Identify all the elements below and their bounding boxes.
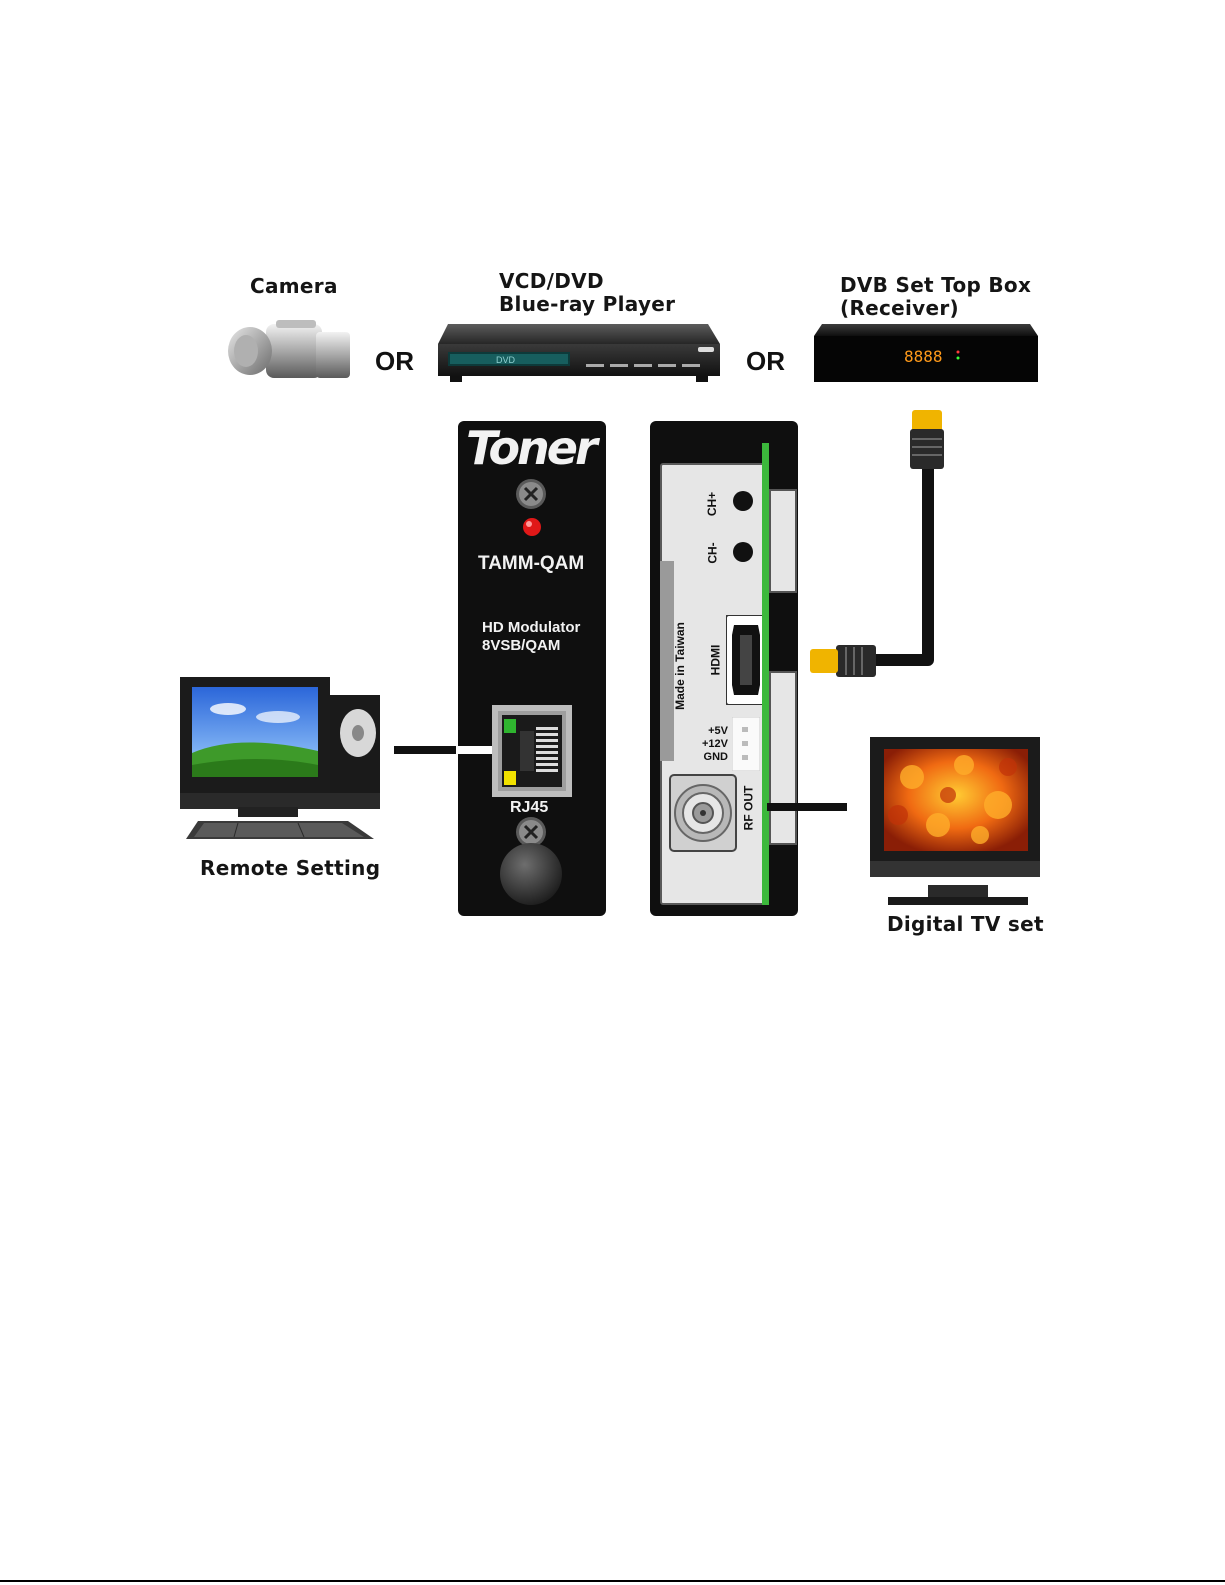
- knob-icon[interactable]: [498, 841, 564, 907]
- rear-tab: [769, 489, 797, 593]
- description-line2: 8VSB/QAM: [482, 637, 560, 654]
- ch-minus-label: CH-: [706, 542, 720, 563]
- hdmi-cable-icon: [800, 405, 950, 685]
- ch-minus-button[interactable]: [732, 541, 754, 563]
- rf-out-label: RF OUT: [741, 786, 755, 831]
- brand-logo: Toner: [466, 421, 595, 475]
- player-label-line1: VCD/DVD: [499, 270, 604, 293]
- power-pin-labels: +5V +12V GND: [696, 725, 728, 764]
- rear-tab: [769, 671, 797, 845]
- remote-setting-label: Remote Setting: [200, 857, 380, 880]
- description-line1: HD Modulator: [482, 619, 580, 636]
- power-terminal-icon: [732, 717, 760, 771]
- page-bottom-rule: [0, 1580, 1225, 1582]
- hdmi-label: HDMI: [708, 645, 722, 676]
- rear-slot: [660, 561, 674, 761]
- or-separator-2: OR: [746, 346, 785, 377]
- camera-icon: [226, 318, 352, 384]
- set-top-box-icon: 8888: [812, 322, 1040, 384]
- player-label-line2: Blue-ray Player: [499, 293, 675, 316]
- tv-icon: [868, 735, 1043, 910]
- rf-out-connector-icon[interactable]: [668, 773, 738, 853]
- rear-panel: CH+ CH- Made in Taiwan HDMI +5V +12V GND…: [650, 421, 798, 916]
- ch-plus-label: CH+: [705, 492, 719, 516]
- made-in-label: Made in Taiwan: [673, 622, 687, 710]
- pin-gnd-label: GND: [696, 751, 728, 764]
- pin-12v-label: +12V: [696, 738, 728, 751]
- dvd-display-text: DVD: [496, 355, 516, 365]
- model-name: TAMM-QAM: [478, 553, 584, 575]
- hdmi-port-icon[interactable]: [726, 615, 766, 705]
- ch-plus-button[interactable]: [732, 490, 754, 512]
- stb-label-line1: DVB Set Top Box: [840, 274, 1031, 297]
- pin-5v-label: +5V: [696, 725, 728, 738]
- digital-tv-label: Digital TV set: [887, 913, 1044, 936]
- network-connection-line: [394, 742, 492, 758]
- computer-icon: [178, 673, 388, 843]
- pcb-edge: [762, 443, 769, 905]
- power-led-icon: [521, 516, 543, 538]
- stb-label-line2: (Receiver): [840, 297, 959, 320]
- or-separator-1: OR: [375, 346, 414, 377]
- stb-display-text: 8888: [904, 347, 943, 366]
- dvd-player-icon: DVD: [436, 322, 722, 384]
- rf-connection-line: [767, 803, 847, 811]
- rj45-port-icon[interactable]: [492, 705, 572, 797]
- screw-icon: [514, 477, 548, 511]
- camera-label: Camera: [250, 275, 338, 298]
- front-panel: Toner TAMM-QAM HD Modulator 8VSB/QAM RJ4…: [458, 421, 606, 916]
